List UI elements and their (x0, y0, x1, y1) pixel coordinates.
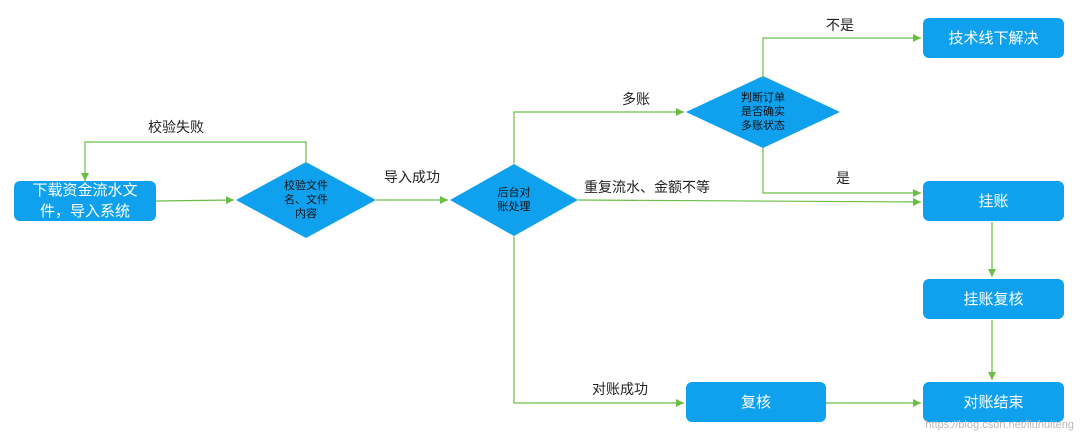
edge-duplicate (577, 197, 922, 206)
watermark: https://blog.csdn.net/liuhuiteng (925, 419, 1074, 431)
edge-yes (762, 148, 921, 197)
label-multi-account: 多账 (622, 92, 650, 108)
edge-reconcile-success (513, 236, 684, 407)
node-review: 复核 (686, 382, 826, 422)
edge-multi-account (513, 108, 684, 164)
judge-diamond (686, 76, 840, 148)
edge-download-validate (155, 196, 235, 205)
edge-validate-fail (81, 141, 307, 181)
validate-diamond (236, 162, 376, 238)
label-validate-fail: 校验失败 (148, 120, 204, 136)
node-end: 对账结束 (923, 382, 1064, 422)
node-download: 下载资金流水文件，导入系统 (14, 181, 156, 221)
label-not: 不是 (826, 18, 854, 34)
node-suspend: 挂账 (923, 181, 1064, 221)
edge-not (762, 34, 921, 78)
label-import-success: 导入成功 (384, 170, 440, 186)
node-offline: 技术线下解决 (923, 18, 1064, 58)
label-reconcile-success: 对账成功 (592, 382, 648, 398)
reconcile-diamond (450, 164, 578, 236)
label-duplicate: 重复流水、金额不等 (584, 180, 710, 196)
label-yes: 是 (836, 171, 850, 187)
node-suspend-review: 挂账复核 (923, 279, 1064, 319)
